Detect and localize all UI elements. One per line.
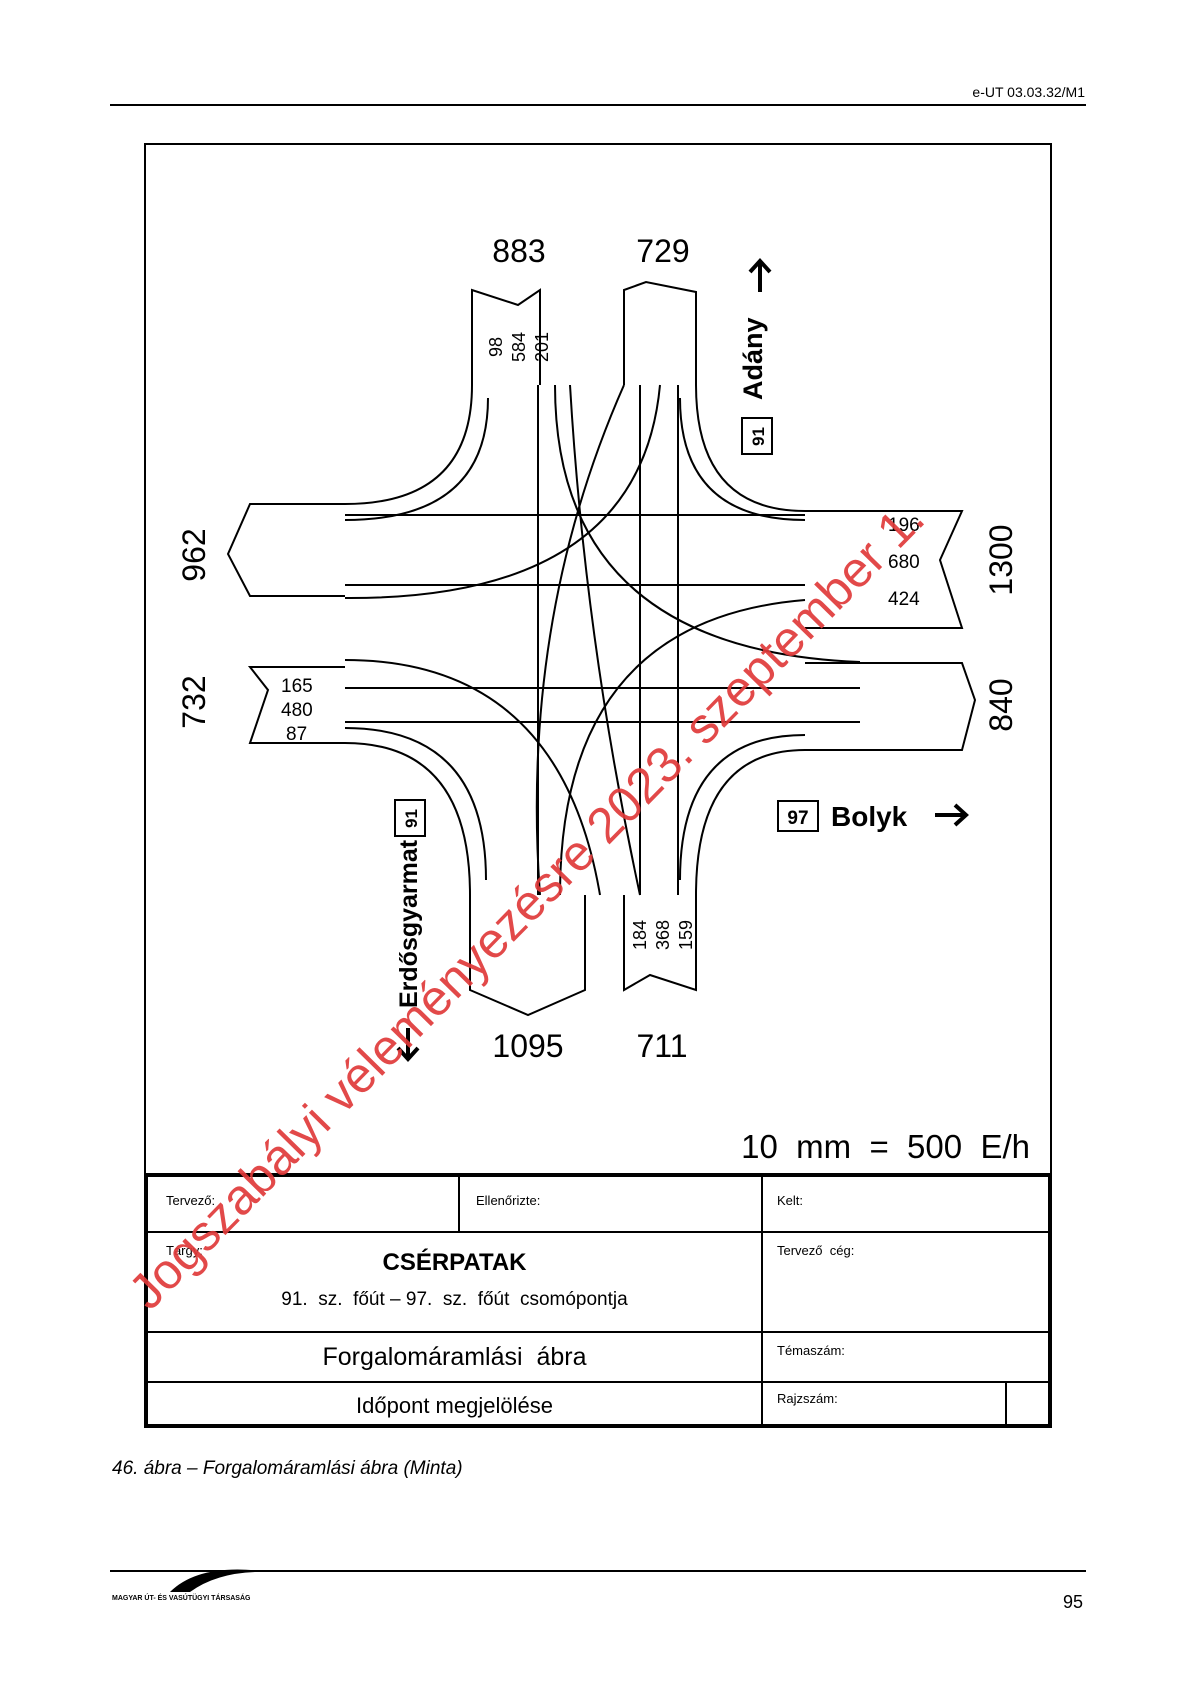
north-arrow-icon: [748, 258, 772, 292]
south-arrow-icon: [396, 1028, 420, 1062]
drawing-number-label: Rajzszám:: [777, 1391, 838, 1406]
north-destination: Adány: [738, 317, 768, 400]
time-designation: Időpont megjelölése: [356, 1393, 553, 1418]
north-out-arm: [623, 280, 697, 385]
south-place-name: Erdősgyarmat: [395, 839, 423, 1008]
turn-w-to-n: [344, 384, 661, 600]
north-in-total: 883: [492, 233, 545, 269]
east-in-total: 1300: [983, 524, 1019, 595]
checked-label: Ellenőrizte:: [476, 1193, 541, 1208]
west-in-arm: [247, 666, 345, 744]
east-road-number: 97: [787, 808, 808, 829]
north-turn-3: 201: [532, 332, 552, 362]
west-in-total: 732: [176, 675, 212, 728]
turn-se-outer: [695, 749, 806, 896]
north-place-name: Adány: [738, 317, 768, 400]
title-block-rule-2: [148, 1331, 1048, 1333]
west-out-arm: [226, 503, 345, 597]
east-turn-3: 424: [888, 589, 920, 610]
turn-s-to-n: [535, 384, 625, 896]
north-road-number: 91: [749, 427, 768, 446]
south-turn-2: 368: [653, 920, 673, 950]
south-destination: Erdősgyarmat: [395, 839, 423, 1008]
company-label: Tervező cég:: [777, 1243, 855, 1258]
title-block: Tervező: Ellenőrizte: Kelt: Tárgy: CSÉRP…: [144, 1173, 1052, 1428]
west-turn-2: 480: [281, 700, 313, 721]
topic-number-label: Témaszám:: [777, 1343, 845, 1358]
east-arrow-icon: [935, 803, 969, 827]
south-out-arm: [623, 895, 697, 992]
title-block-divider-c: [1005, 1381, 1007, 1428]
title-block-rule-1: [148, 1231, 1048, 1233]
header-rule: [110, 104, 1086, 106]
north-in-arm: [471, 288, 541, 385]
subject-title: CSÉRPATAK: [382, 1249, 527, 1276]
publisher-logo-icon: [170, 1569, 270, 1592]
turn-n-to-e: [554, 384, 861, 663]
north-turn-1: 98: [486, 337, 506, 357]
document-code: e-UT 03.03.32/M1: [972, 84, 1085, 100]
turn-nw-outer: [344, 384, 473, 505]
south-in-arm: [469, 895, 586, 1017]
turn-nw-inner: [344, 397, 489, 521]
turn-w-to-s: [344, 659, 601, 896]
title-block-divider-a: [458, 1177, 460, 1231]
south-turn-1: 184: [630, 920, 650, 950]
east-out-total: 840: [983, 678, 1019, 731]
turn-se-inner: [679, 734, 806, 881]
drawing-title: Forgalomáramlási ábra: [322, 1343, 587, 1371]
north-road-shield-icon: 91: [741, 417, 773, 455]
turn-e-to-s: [559, 599, 806, 896]
south-in-total: 1095: [492, 1028, 563, 1064]
publisher-name: MAGYAR ÚT- ÉS VASÚTÜGYI TÁRSASÁG: [112, 1595, 251, 1602]
west-out-total: 962: [176, 528, 212, 581]
south-road-shield-icon: 91: [394, 799, 426, 837]
turn-ne-outer: [695, 384, 806, 512]
date-label: Kelt:: [777, 1193, 804, 1208]
designer-label: Tervező:: [166, 1193, 216, 1208]
title-block-rule-3: [148, 1381, 1048, 1383]
east-turn-1: 196: [888, 515, 920, 536]
south-turn-3: 159: [676, 920, 696, 950]
footer-rule: [110, 1570, 1086, 1572]
west-turn-3: 87: [286, 724, 307, 745]
west-turn-1: 165: [281, 676, 313, 697]
title-block-divider-b: [761, 1177, 763, 1428]
north-turn-2: 584: [509, 332, 529, 362]
east-road-shield-icon: 97: [777, 800, 819, 832]
diagram-scale: 10 mm = 500 E/h: [741, 1128, 1030, 1165]
turn-sw-outer: [344, 742, 471, 896]
east-out-arm: [805, 662, 977, 751]
north-out-total: 729: [636, 233, 689, 269]
south-road-number: 91: [402, 809, 421, 828]
figure-caption: 46. ábra – Forgalomáramlási ábra (Minta): [112, 1458, 463, 1479]
subject-subtitle: 91. sz. főút – 97. sz. főút csomópontja: [281, 1289, 628, 1310]
turn-ne-inner: [679, 397, 806, 521]
turn-sw-inner: [344, 727, 487, 881]
east-in-arm: [805, 510, 964, 629]
east-turn-2: 680: [888, 552, 920, 573]
turn-n-to-s: [569, 384, 641, 896]
subject-label: Tárgy:: [166, 1243, 203, 1258]
south-out-total: 711: [636, 1028, 687, 1064]
page-number: 95: [1062, 1592, 1083, 1612]
east-place-name: Bolyk: [831, 801, 908, 832]
